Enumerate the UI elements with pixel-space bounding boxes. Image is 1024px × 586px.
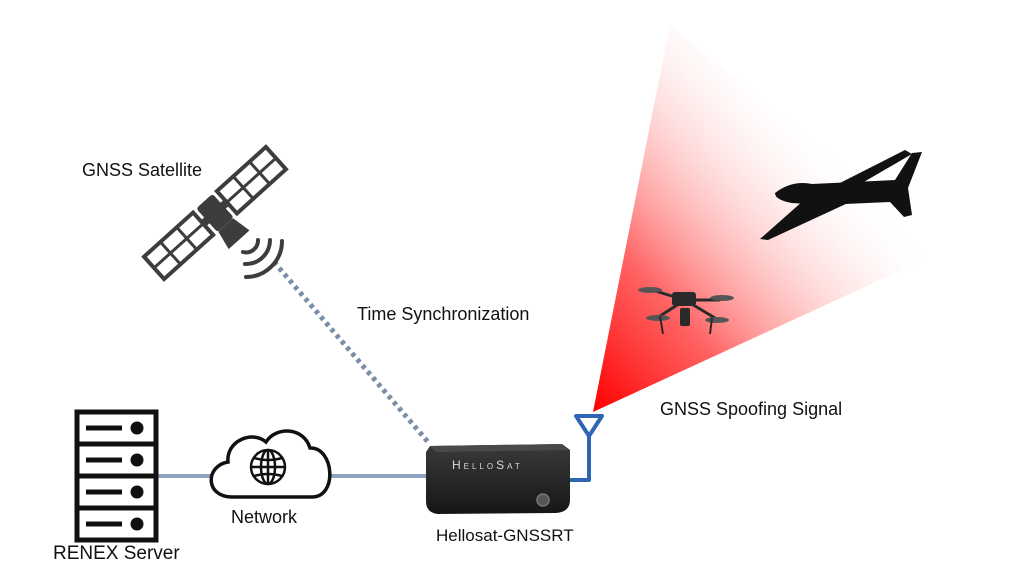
signal-waves-icon xyxy=(241,238,284,279)
device-brand-logo: HelloSat xyxy=(452,458,523,472)
router-device-icon xyxy=(426,444,570,514)
cloud-icon xyxy=(209,429,332,499)
globe-icon xyxy=(249,448,287,486)
uav-icon xyxy=(760,150,922,240)
drone-icon xyxy=(638,287,734,335)
satellite-label: GNSS Satellite xyxy=(82,160,203,180)
server-label: RENEX Server xyxy=(53,543,180,564)
time-sync-link xyxy=(272,260,430,444)
time-sync-label: Time Synchronization xyxy=(357,304,530,324)
satellite-icon xyxy=(141,144,289,282)
device-label: Hellosat-GNSSRT xyxy=(436,526,574,545)
network-label: Network xyxy=(231,507,298,527)
spoofing-signal-label: GNSS Spoofing Signal xyxy=(660,399,843,419)
server-icon xyxy=(74,409,159,543)
antenna-icon xyxy=(568,414,604,482)
spoofing-beam xyxy=(593,25,945,412)
